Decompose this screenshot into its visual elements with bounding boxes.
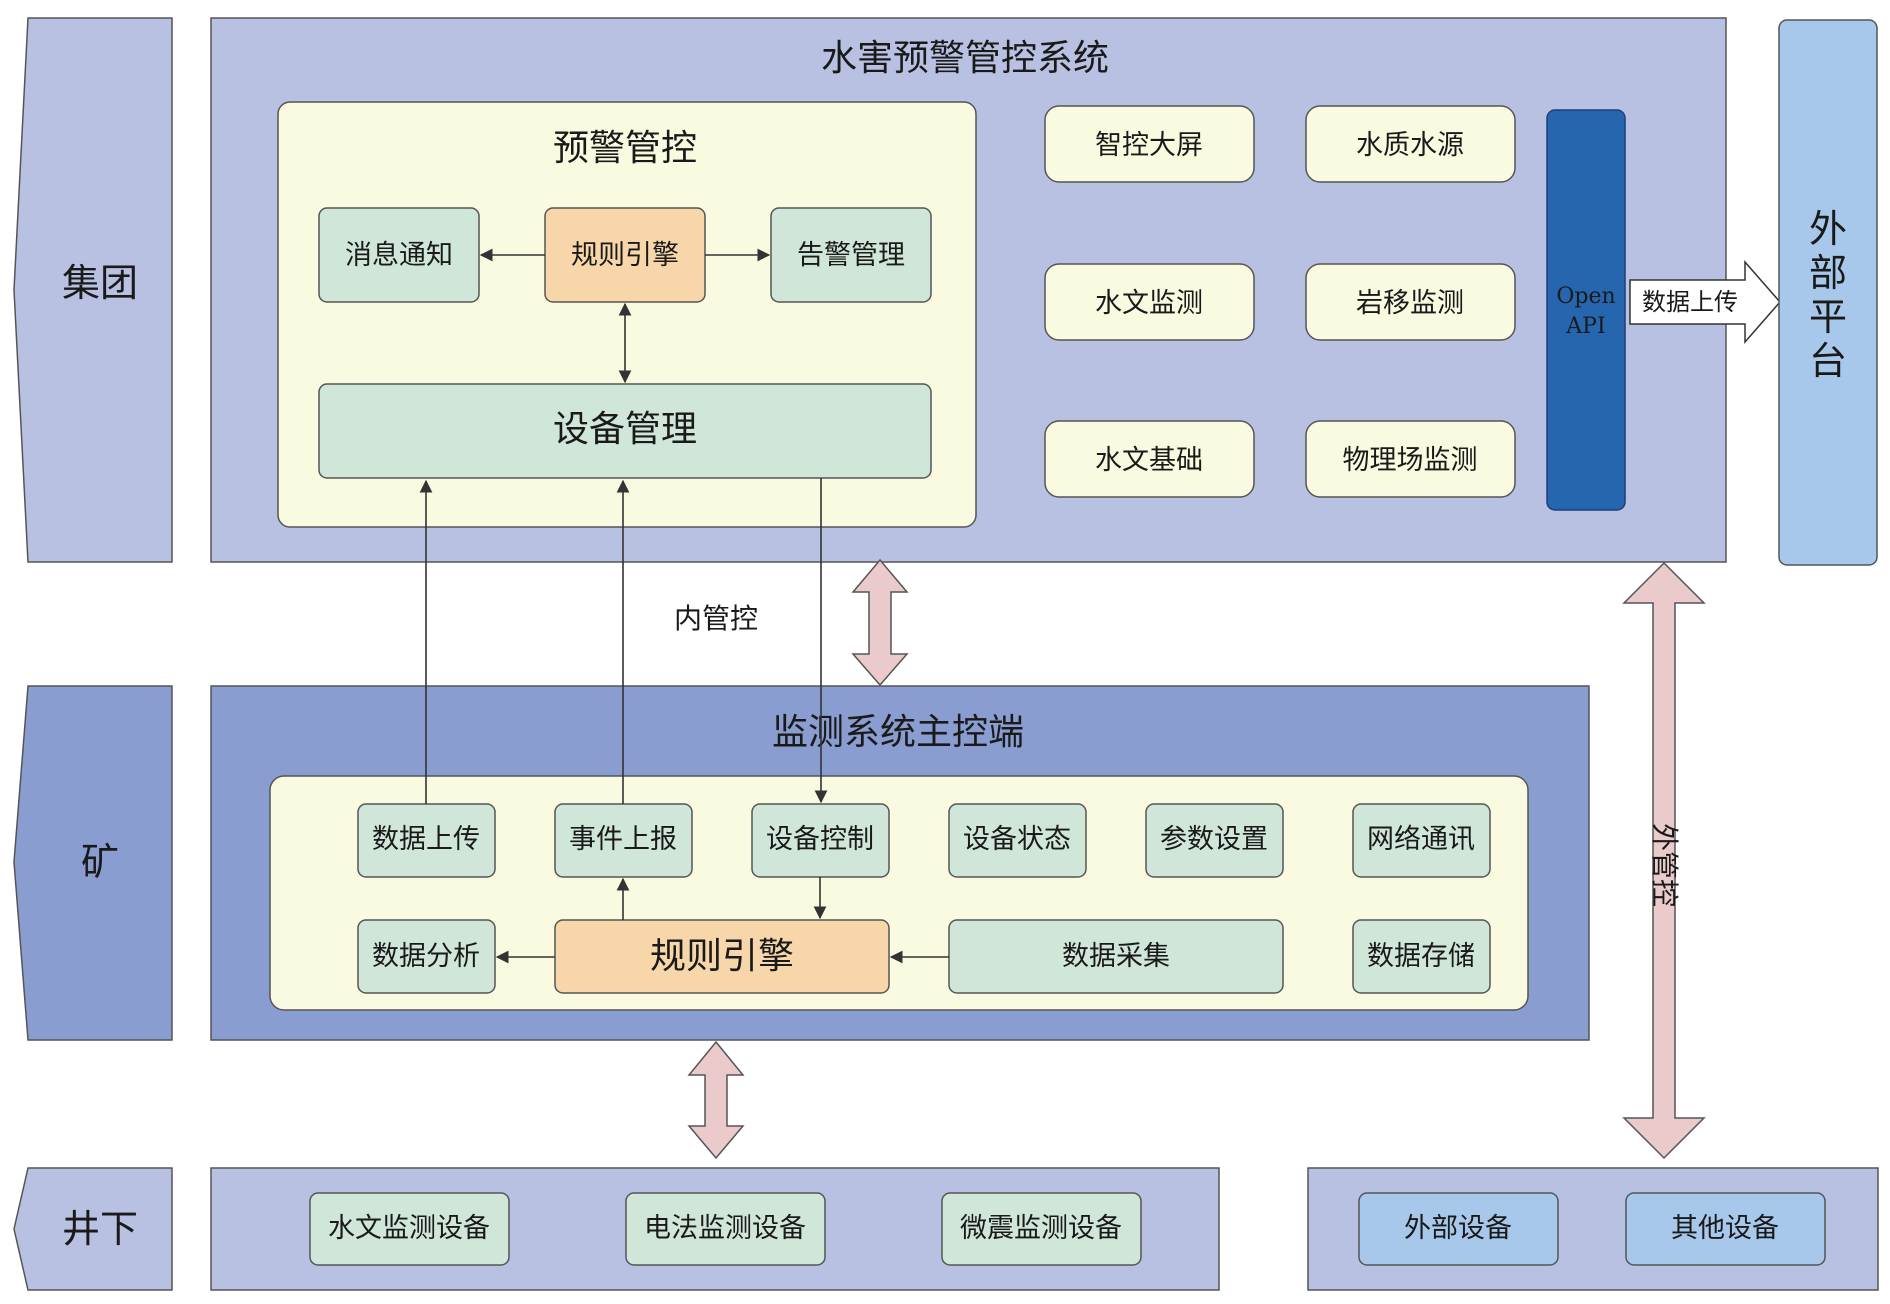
external-platform-box[interactable]: 外 部 平 台: [1778, 19, 1878, 566]
level-band-underground: 井下: [13, 1167, 173, 1291]
mid-box-label: 参数设置: [1160, 824, 1268, 855]
module-water-quality[interactable]: 水质水源: [1305, 105, 1516, 183]
mid-box-data-analysis[interactable]: 数据分析: [357, 919, 496, 994]
open-api-box[interactable]: Open API: [1546, 109, 1626, 511]
mid-box-event-report[interactable]: 事件上报: [554, 803, 693, 878]
module-physical-field[interactable]: 物理场监测: [1305, 420, 1516, 498]
mid-box-label: 设备控制: [766, 824, 874, 855]
mid-box-network-comm[interactable]: 网络通讯: [1352, 803, 1491, 878]
device-microseismic-monitoring[interactable]: 微震监测设备: [941, 1192, 1142, 1266]
open-api-label-line2: API: [1565, 314, 1605, 339]
module-label: 水文监测: [1095, 288, 1203, 319]
device-hydro-monitoring[interactable]: 水文监测设备: [309, 1192, 510, 1266]
module-hydro-monitoring[interactable]: 水文监测: [1044, 263, 1255, 341]
module-label: 水质水源: [1356, 130, 1464, 161]
mid-box-label: 数据分析: [372, 941, 480, 972]
outer-control-double-arrow: 外管控: [1622, 561, 1706, 1160]
device-label: 水文监测设备: [328, 1213, 490, 1244]
data-upload-arrow: 数据上传: [1629, 260, 1781, 344]
message-notice-box[interactable]: 消息通知: [318, 207, 480, 303]
external-devices-panel: 外部设备 其他设备: [1307, 1167, 1879, 1291]
top-system-title: 水害预警管控系统: [821, 38, 1109, 79]
external-platform-char: 平: [1809, 295, 1847, 339]
mid-rule-engine-label: 规则引擎: [650, 936, 794, 977]
module-label: 智控大屏: [1095, 130, 1203, 161]
inner-control-double-arrow: [851, 558, 909, 687]
device-management-label: 设备管理: [553, 409, 697, 450]
warning-control-title: 预警管控: [553, 128, 697, 169]
top-rule-engine-box[interactable]: 规则引擎: [544, 207, 706, 303]
top-system-panel: 水害预警管控系统 预警管控 消息通知 规则引擎 告警管理 设备管理: [210, 17, 1727, 563]
alarm-management-box[interactable]: 告警管理: [770, 207, 932, 303]
external-device-label: 外部设备: [1404, 1213, 1512, 1244]
mid-box-device-control[interactable]: 设备控制: [751, 803, 890, 878]
mid-system-panel: 监测系统主控端 数据上传 事件上报 设备控制 设备状态 参数设置 网络通讯: [210, 685, 1590, 1041]
module-label: 水文基础: [1095, 445, 1203, 476]
module-label: 物理场监测: [1343, 445, 1478, 476]
device-electric-monitoring[interactable]: 电法监测设备: [625, 1192, 826, 1266]
module-smart-screen[interactable]: 智控大屏: [1044, 105, 1255, 183]
external-device-box[interactable]: 外部设备: [1358, 1192, 1559, 1266]
level-label-group: 集团: [62, 261, 138, 305]
top-rule-engine-label: 规则引擎: [571, 240, 679, 271]
mid-box-device-status[interactable]: 设备状态: [948, 803, 1087, 878]
mid-rule-engine-box[interactable]: 规则引擎: [554, 919, 890, 994]
other-device-box[interactable]: 其他设备: [1625, 1192, 1826, 1266]
inner-control-label: 内管控: [674, 602, 758, 635]
mid-box-label: 网络通讯: [1367, 824, 1475, 855]
alarm-management-label: 告警管理: [797, 240, 905, 271]
mid-to-underground-double-arrow: [687, 1040, 745, 1160]
device-label: 电法监测设备: [644, 1213, 806, 1244]
data-upload-arrow-label: 数据上传: [1642, 288, 1738, 316]
module-label: 岩移监测: [1356, 288, 1464, 319]
message-notice-label: 消息通知: [345, 240, 453, 271]
level-band-group: 集团: [13, 17, 173, 563]
module-hydro-basics[interactable]: 水文基础: [1044, 420, 1255, 498]
level-band-mine: 矿: [13, 685, 173, 1041]
mid-box-data-upload[interactable]: 数据上传: [357, 803, 496, 878]
mid-box-label: 数据存储: [1367, 941, 1475, 972]
external-platform-char: 部: [1809, 251, 1847, 295]
external-platform-char: 台: [1809, 339, 1847, 383]
outer-control-label: 外管控: [1648, 823, 1681, 907]
level-label-mine: 矿: [81, 840, 119, 884]
mid-box-label: 事件上报: [569, 824, 677, 855]
device-management-box[interactable]: 设备管理: [318, 383, 932, 479]
device-label: 微震监测设备: [960, 1213, 1122, 1244]
module-rock-movement[interactable]: 岩移监测: [1305, 263, 1516, 341]
mid-box-param-settings[interactable]: 参数设置: [1145, 803, 1284, 878]
mid-box-label: 数据上传: [372, 824, 480, 855]
mid-system-title: 监测系统主控端: [772, 712, 1024, 753]
level-label-underground: 井下: [62, 1207, 138, 1251]
mid-box-label: 设备状态: [963, 824, 1071, 855]
mid-box-data-collection[interactable]: 数据采集: [948, 919, 1284, 994]
other-device-label: 其他设备: [1671, 1213, 1779, 1244]
external-platform-char: 外: [1809, 207, 1847, 251]
mid-box-data-storage[interactable]: 数据存储: [1352, 919, 1491, 994]
open-api-label-line1: Open: [1556, 284, 1615, 309]
mid-box-label: 数据采集: [1062, 941, 1170, 972]
warning-control-panel: 预警管控 消息通知 规则引擎 告警管理 设备管理: [277, 101, 977, 528]
underground-panel: 水文监测设备 电法监测设备 微震监测设备: [210, 1167, 1220, 1291]
